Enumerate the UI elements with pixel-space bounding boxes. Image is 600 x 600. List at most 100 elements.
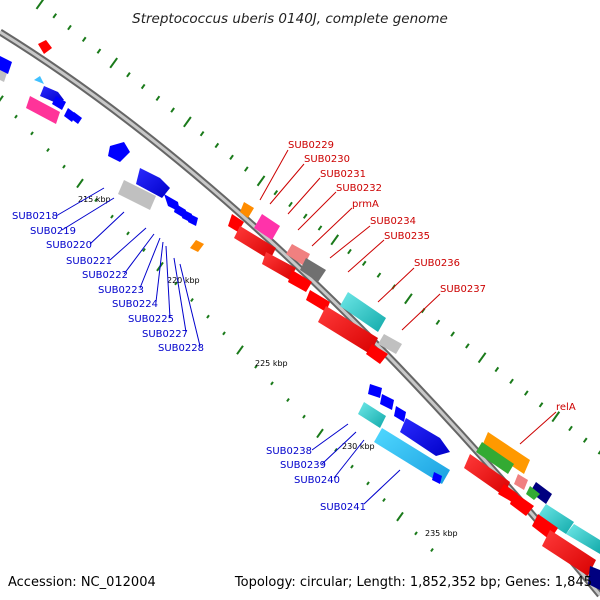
tick-mark — [174, 281, 178, 286]
tick-mark — [96, 48, 102, 54]
tick-mark — [509, 378, 514, 384]
gene-red-rela-a — [464, 454, 510, 496]
label-sub0234: SUB0234 — [370, 216, 416, 227]
gene-blue-sub0219 — [136, 168, 170, 198]
tick-mark — [286, 398, 290, 402]
gene-cyan-sub0239 — [358, 402, 386, 428]
gene-magenta-sub0231 — [254, 214, 280, 240]
tick-mark — [317, 225, 323, 231]
label-sub0239: SUB0239 — [280, 460, 326, 471]
label-sub0241: SUB0241 — [320, 502, 366, 513]
gene-blue-sub0238b — [380, 394, 394, 410]
label-sub0224: SUB0224 — [112, 299, 158, 310]
tick-mark — [94, 198, 98, 202]
gene-cyan-rela — [538, 504, 574, 534]
tick-mark — [155, 95, 161, 101]
label-sub0225: SUB0225 — [128, 314, 174, 325]
gene-red-rela-e — [542, 530, 596, 576]
leader-lines-blue — [55, 187, 401, 505]
tick-mark — [183, 116, 192, 128]
gene-red-sub0232b — [262, 252, 296, 280]
tick-mark — [256, 175, 266, 187]
tick-mark — [46, 148, 50, 152]
gene-red-sub0237a — [318, 306, 378, 354]
tick-mark — [67, 24, 72, 31]
label-sub0228: SUB0228 — [158, 343, 204, 354]
label-rela: relA — [556, 402, 576, 413]
tick-mark — [52, 13, 58, 19]
gene-labels-blue: SUB0218 SUB0219 SUB0220 SUB0221 SUB0222 … — [12, 211, 366, 513]
gene-cluster-sub0218 — [108, 142, 204, 252]
tick-mark — [190, 298, 194, 302]
gene-red-sub0232a — [234, 226, 276, 260]
tick-mark — [142, 248, 146, 252]
gene-navy-rela — [530, 482, 552, 504]
gene-pink-prma — [286, 244, 310, 266]
tick-mark — [366, 481, 370, 486]
gene-gray-sub0220 — [118, 180, 156, 210]
label-sub0236: SUB0236 — [414, 258, 460, 269]
label-sub0235: SUB0235 — [384, 231, 430, 242]
tick-mark — [0, 95, 4, 102]
gene-blue-2 — [52, 96, 66, 110]
label-sub0227: SUB0227 — [142, 329, 188, 340]
tick-mark — [14, 114, 18, 119]
label-sub0229: SUB0229 — [288, 140, 334, 151]
tick-mark — [450, 331, 455, 337]
gene-cyan-sub0241 — [374, 428, 450, 484]
gene-gray-sub0237 — [378, 334, 402, 354]
label-sub0238: SUB0238 — [266, 446, 312, 457]
tick-mark — [465, 343, 470, 349]
topology-text: Topology: circular; Length: 1,852,352 bp… — [234, 575, 592, 590]
gene-gray-sub0234 — [300, 258, 326, 282]
tick-mark — [222, 331, 226, 336]
label-sub0230: SUB0230 — [304, 154, 350, 165]
tick-mark — [382, 498, 386, 502]
tick-mark — [254, 364, 258, 369]
gene-red-sub0237b — [366, 344, 388, 364]
tick-mark — [414, 531, 418, 536]
tick-mark — [316, 428, 324, 439]
tick-mark — [273, 189, 279, 196]
tick-mark — [199, 131, 205, 137]
label-sub0219: SUB0219 — [30, 226, 76, 237]
tick-mark — [551, 411, 561, 423]
gene-blue-sub0240 — [400, 418, 450, 456]
tick-tracks — [0, 0, 600, 552]
gene-orange-sub0228 — [190, 240, 204, 252]
label-sub0223: SUB0223 — [98, 285, 144, 296]
tick-mark — [302, 414, 306, 419]
tick-mark — [288, 201, 293, 208]
gene-cluster-sub0238 — [358, 384, 450, 484]
tick-mark — [81, 36, 87, 43]
tick-mark — [170, 107, 175, 113]
genome-backbone — [0, 29, 600, 598]
tick-mark — [126, 231, 130, 236]
tick-mark — [110, 214, 114, 219]
gene-blue-sub0239 — [394, 406, 406, 422]
kbp-label-235: 235 kbp — [425, 529, 458, 538]
accession-text: Accession: NC_012004 — [8, 575, 156, 590]
tick-mark — [30, 131, 34, 136]
tick-mark — [430, 548, 434, 552]
tick-mark — [376, 272, 382, 278]
tick-mark — [244, 166, 249, 172]
gene-blue-sub0238a — [368, 384, 382, 398]
kbp-label-215: 215 kbp — [78, 195, 111, 204]
tick-mark — [597, 450, 600, 455]
gene-blue-sub0218 — [108, 142, 130, 162]
tick-mark — [582, 437, 588, 443]
label-prma: prmA — [352, 199, 379, 210]
gene-blue-left — [0, 56, 12, 74]
tick-mark — [568, 425, 573, 432]
label-sub0240: SUB0240 — [294, 475, 340, 486]
tick-mark — [236, 345, 244, 355]
tick-mark — [302, 213, 308, 219]
gene-cluster-rela — [464, 432, 600, 590]
tick-mark — [350, 464, 354, 469]
leader-lines-red — [259, 149, 557, 445]
gene-blue-sub0224 — [188, 214, 198, 226]
tick-mark — [35, 0, 45, 10]
tick-mark — [140, 83, 146, 90]
gene-green-rela-b — [526, 486, 540, 500]
